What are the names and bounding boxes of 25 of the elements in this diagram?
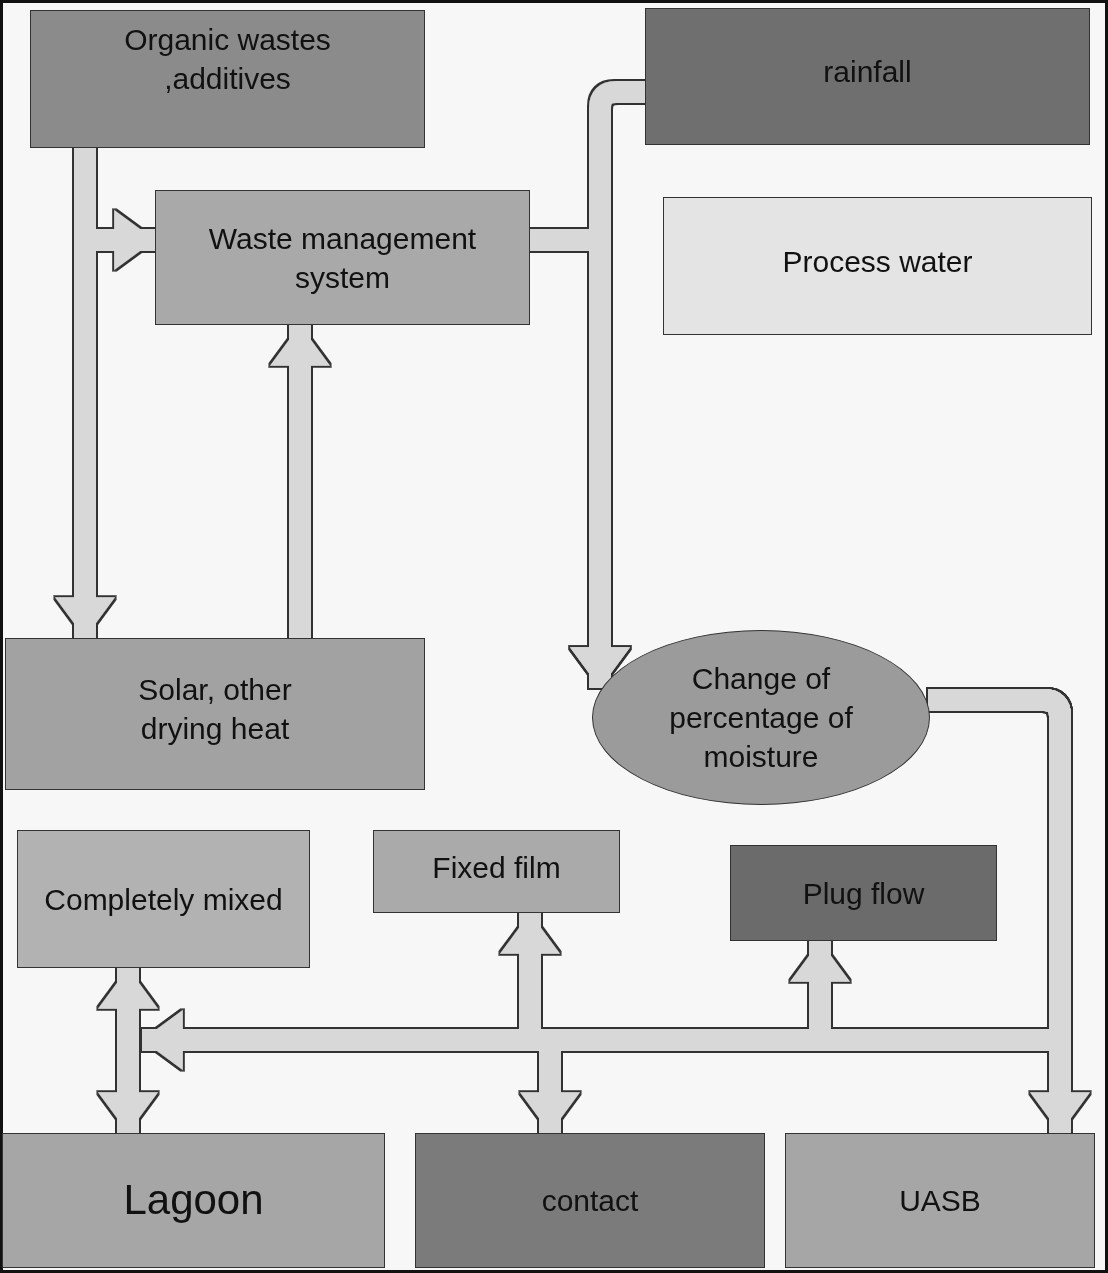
process-box [645, 8, 1090, 145]
node-label: Change of percentage of moisture [668, 661, 854, 775]
node-label: Lagoon [123, 1175, 264, 1226]
node-label: Organic wastes ,additives [123, 22, 332, 97]
node-label: contact [541, 1183, 639, 1219]
process-box [785, 1133, 1095, 1268]
node-label: Plug flow [802, 875, 925, 912]
process-box [5, 638, 425, 790]
process-box [2, 1133, 385, 1268]
process-box [730, 845, 997, 941]
block-arrow [270, 325, 330, 638]
node-label: Completely mixed [44, 881, 283, 918]
block-arrow [98, 968, 158, 1133]
node-label: Waste management system [207, 220, 478, 296]
process-box [155, 190, 530, 325]
node-label: rainfall [823, 54, 912, 90]
node-label: Fixed film [432, 850, 561, 886]
node-label: Process water [782, 243, 973, 280]
node-label: UASB [899, 1183, 981, 1219]
process-box [30, 10, 425, 148]
process-box [17, 830, 310, 968]
process-box [663, 197, 1092, 335]
node-label: Solar, other drying heat [137, 672, 293, 747]
process-box [415, 1133, 765, 1268]
process-box [373, 830, 620, 913]
